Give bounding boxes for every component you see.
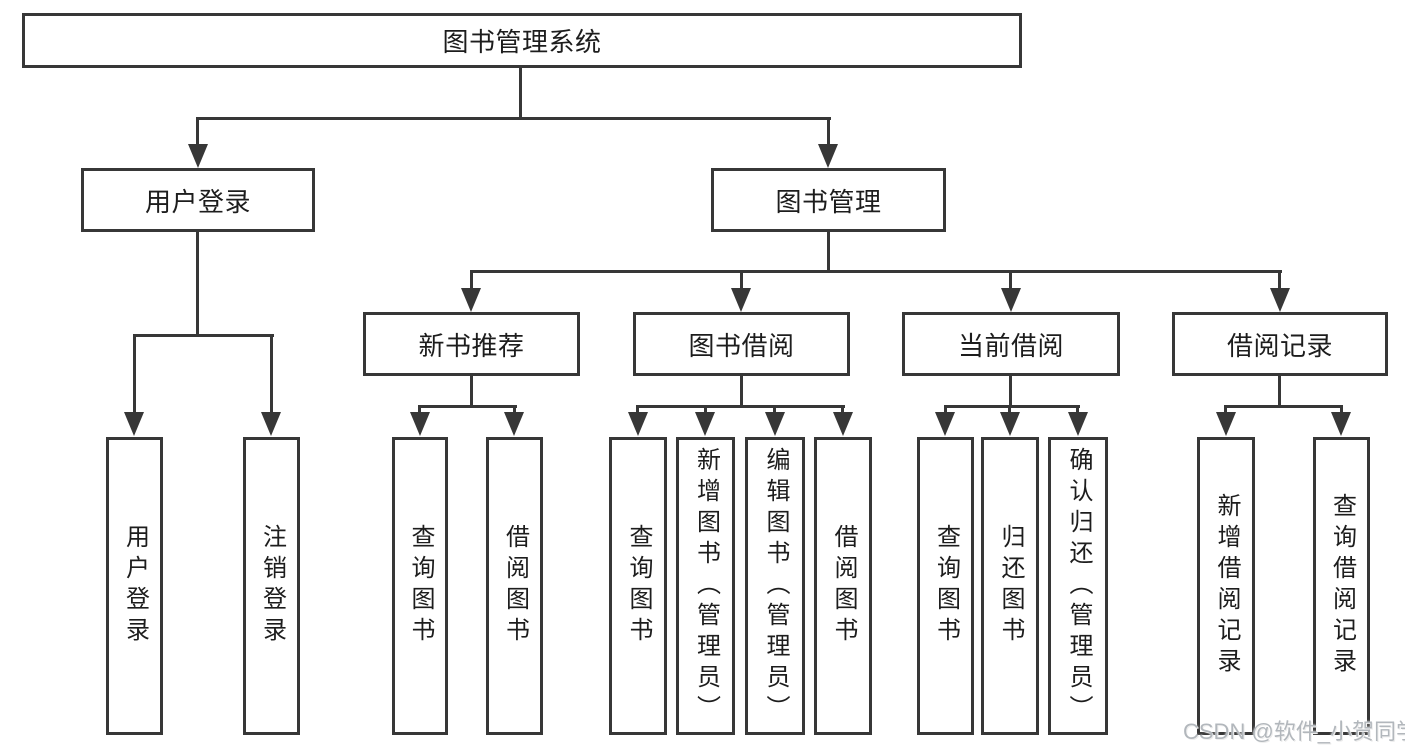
connector-line [418,405,421,417]
leaf-borrow-borrow-books: 借阅图书 [814,437,872,735]
node-label: 借阅记录 [1226,330,1333,361]
connector-line [418,405,517,408]
node-borrow-records: 借阅记录 [1172,312,1388,376]
connector-line [740,374,743,408]
connector-line [827,230,830,273]
leaf-current-confirm-return-admin: 确认归还（管理员） [1048,437,1108,735]
node-label: 借阅图书 [830,524,857,648]
node-current-borrow: 当前借阅 [902,312,1120,376]
connector-line [1008,405,1011,417]
leaf-user-login: 用户登录 [106,437,163,735]
connector-line [513,405,516,417]
arrowhead-icon [765,412,785,436]
connector-line [841,405,844,417]
node-label: 归还图书 [997,524,1024,648]
connector-line [636,405,639,417]
node-book-management: 图书管理 [711,168,946,232]
arrowhead-icon [124,412,144,436]
node-new-book-recommend: 新书推荐 [363,312,580,376]
connector-line [1278,374,1281,408]
arrowhead-icon [1068,412,1088,436]
connector-line [196,230,199,337]
leaf-borrow-edit-books-admin: 编辑图书（管理员） [745,437,805,735]
connector-line [636,405,845,408]
connector-line [133,334,136,414]
arrowhead-icon [188,144,208,168]
arrowhead-icon [628,412,648,436]
arrowhead-icon [410,412,430,436]
arrowhead-icon [1216,412,1236,436]
arrowhead-icon [504,412,524,436]
arrowhead-icon [261,412,281,436]
connector-line [470,270,1282,273]
node-label: 查询图书 [407,524,434,648]
node-label: 新书推荐 [418,330,525,361]
watermark: CSDN @软件_小贺同学 [1183,719,1405,744]
leaf-logout: 注销登录 [243,437,300,735]
node-label: 注销登录 [258,524,286,648]
leaf-borrow-query-books: 查询图书 [609,437,667,735]
arrowhead-icon [833,412,853,436]
arrowhead-icon [1270,288,1290,312]
arrowhead-icon [1001,288,1021,312]
node-book-borrow: 图书借阅 [633,312,850,376]
node-label: 用户登录 [144,186,251,217]
arrowhead-icon [731,288,751,312]
node-label: 查询图书 [932,524,960,648]
connector-line [1340,405,1343,417]
connector-line [944,405,947,417]
connector-line [1009,374,1012,408]
connector-line [196,117,199,147]
arrowhead-icon [461,288,481,312]
leaf-current-return-books: 归还图书 [981,437,1039,735]
leaf-records-query-borrow-record: 查询借阅记录 [1313,437,1370,735]
connector-line [197,117,831,120]
node-label: 当前借阅 [957,330,1064,361]
node-label: 借阅图书 [501,524,529,648]
leaf-current-query-books: 查询图书 [917,437,974,735]
connector-line [827,117,830,147]
connector-line [1278,270,1281,290]
node-label: 图书管理 [775,186,882,217]
arrowhead-icon [1331,412,1351,436]
connector-line [1009,270,1012,290]
connector-line [1224,405,1343,408]
leaf-records-add-borrow-record: 新增借阅记录 [1197,437,1255,735]
connector-line [704,405,707,417]
node-label: 图书借阅 [688,330,795,361]
node-label: 查询图书 [625,524,652,648]
node-label: 编辑图书（管理员） [762,446,789,726]
leaf-borrow-add-books-admin: 新增图书（管理员） [676,437,735,735]
node-label: 新增图书（管理员） [692,446,720,726]
node-library-system: 图书管理系统 [22,13,1022,68]
arrowhead-icon [1000,412,1020,436]
connector-line [470,374,473,408]
leaf-recommend-borrow-books: 借阅图书 [486,437,543,735]
connector-line [270,334,273,414]
connector-line [519,66,522,119]
connector-line [470,270,473,290]
arrowhead-icon [935,412,955,436]
connector-line [1076,405,1079,417]
arrowhead-icon [695,412,715,436]
connector-line [1224,405,1227,417]
node-label: 新增借阅记录 [1213,493,1240,679]
node-label: 查询借阅记录 [1328,493,1356,679]
connector-line [944,405,1080,408]
arrowhead-icon [818,144,838,168]
leaf-recommend-query-books: 查询图书 [392,437,448,735]
connector-line [773,405,776,417]
connector-line [133,334,274,337]
node-label: 确认归还（管理员） [1065,446,1092,726]
node-label: 图书管理系统 [442,27,602,57]
node-label: 用户登录 [121,524,149,648]
connector-line [740,270,743,290]
node-user-login: 用户登录 [81,168,315,232]
